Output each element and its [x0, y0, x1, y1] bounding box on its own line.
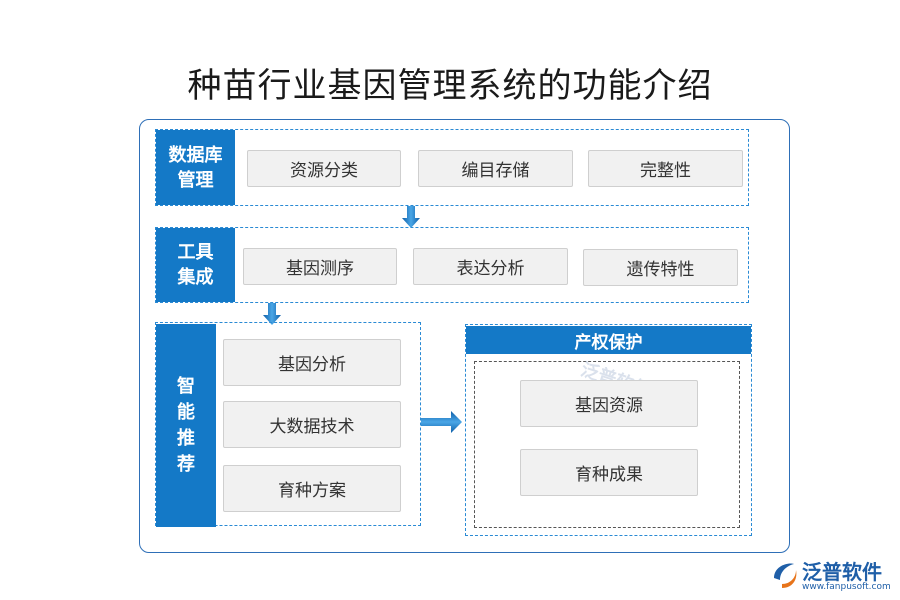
database-label-line1: 数据库	[168, 144, 223, 166]
ip-item-gene-resources: 基因资源	[520, 380, 698, 427]
recommend-item-big-data: 大数据技术	[223, 401, 401, 448]
tools-item-genetic-traits: 遗传特性	[583, 249, 738, 286]
recommend-label-char1: 智	[177, 375, 195, 397]
ip-section	[465, 324, 752, 536]
page-title: 种苗行业基因管理系统的功能介绍	[187, 66, 713, 106]
ip-inner-box	[474, 361, 740, 528]
tools-item-gene-sequencing: 基因测序	[243, 248, 397, 285]
recommend-label-char2: 能	[177, 401, 195, 423]
arrow-down-icon	[263, 303, 281, 325]
recommend-item-gene-analysis: 基因分析	[223, 339, 401, 386]
database-section	[155, 129, 749, 206]
logo-url: www.fanpusoft.com	[802, 582, 891, 592]
tools-item-expression-analysis: 表达分析	[413, 248, 568, 285]
database-item-integrity: 完整性	[588, 150, 743, 187]
outer-frame	[139, 119, 790, 553]
database-item-resource-classification: 资源分类	[247, 150, 401, 187]
logo-icon	[774, 563, 797, 588]
ip-header: 产权保护	[466, 326, 751, 354]
recommend-item-breeding-plan: 育种方案	[223, 465, 401, 512]
brand-logo: 泛普软件 www.fanpusoft.com	[770, 556, 895, 596]
arrow-right-icon	[421, 411, 462, 433]
tools-section	[155, 227, 749, 303]
recommend-label: 智 能 推 荐	[156, 324, 216, 527]
database-item-catalog-storage: 编目存储	[418, 150, 573, 187]
ip-item-breeding-results: 育种成果	[520, 449, 698, 496]
recommend-label-char3: 推	[177, 427, 195, 449]
recommend-label-char4: 荐	[177, 453, 195, 475]
arrow-down-icon	[402, 206, 420, 228]
recommend-section	[155, 322, 421, 526]
tools-label-line2: 集成	[177, 267, 214, 288]
tools-label-line1: 工具	[177, 242, 214, 263]
database-label-line2: 管理	[177, 169, 214, 191]
logo-name: 泛普软件	[802, 560, 882, 584]
tools-label: 工具 集成	[156, 228, 235, 302]
database-label: 数据库 管理	[156, 130, 235, 205]
